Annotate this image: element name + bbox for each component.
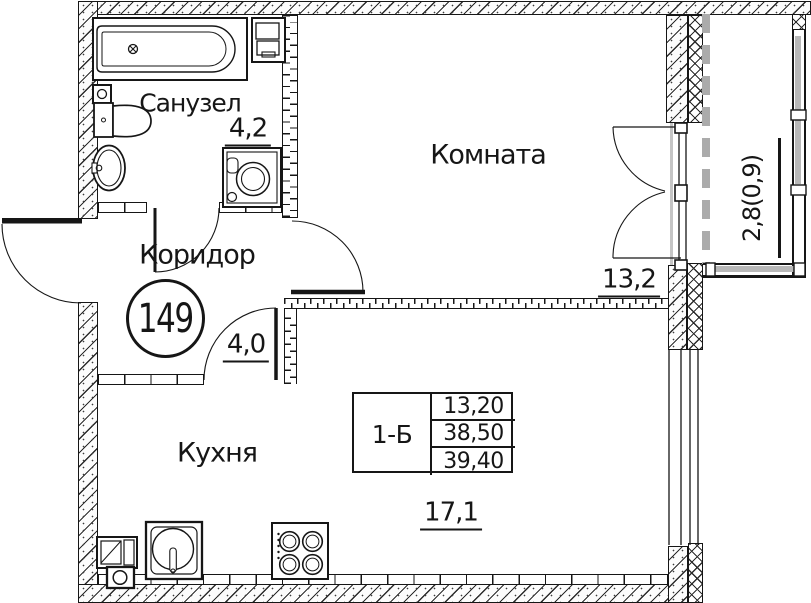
floor-area-value: 38,50 <box>432 421 515 448</box>
living-area-value: 13,20 <box>432 394 515 421</box>
corner-bottom-right-insulation <box>688 543 703 603</box>
room-kitchen-partition <box>284 298 668 309</box>
apartment-info-table: 1-Б 13,20 38,50 39,40 <box>352 392 515 475</box>
balcony-parapet-top-line <box>703 263 806 265</box>
balcony-area-underline <box>778 138 781 258</box>
kitchen-sink <box>144 520 204 581</box>
corner-bottom-right-concrete <box>668 546 688 603</box>
wall-top <box>78 1 811 15</box>
balcony-parapet-gray-bar <box>706 266 803 272</box>
washing-machine <box>222 147 282 208</box>
apartment-number: 149 <box>138 295 194 342</box>
bathroom-area: 4,2 <box>224 114 272 147</box>
kitchen-label: Кухня <box>176 437 258 469</box>
stove <box>271 522 329 580</box>
pier-mid-insulation <box>687 263 703 350</box>
pier-mid-concrete <box>668 265 687 350</box>
corridor-label: Коридор <box>139 239 256 271</box>
corridor-area: 4,0 <box>222 330 270 363</box>
balcony-glazing-gray-bar <box>795 36 801 184</box>
apartment-type: 1-Б <box>354 394 432 475</box>
balcony-parapet-bottom-line <box>703 275 806 278</box>
bottom-inner-course <box>98 574 668 585</box>
living-room-label: Комната <box>430 139 547 171</box>
balcony-slab-dashed-line <box>702 14 710 264</box>
balcony-window-sill-gray <box>670 123 673 265</box>
corridor-bottom-wall <box>98 374 204 385</box>
bathtub-drain-icon <box>127 43 139 55</box>
bathroom-right-wall <box>282 15 298 218</box>
living-room-area: 13,2 <box>598 265 660 298</box>
bathroom-bottom-wall-right <box>219 202 282 213</box>
wall-bottom <box>78 584 703 603</box>
wall-left-upper <box>78 1 98 219</box>
pier-top-concrete <box>666 15 688 123</box>
bathroom-bottom-wall-left <box>98 202 147 213</box>
kitchen-cabinet <box>96 536 138 569</box>
vent-shaft <box>251 17 286 63</box>
stove-control-dots <box>277 532 280 560</box>
kitchen-area: 17,1 <box>420 498 482 531</box>
bathtub <box>92 17 248 81</box>
corridor-kitchen-partition <box>284 309 297 384</box>
room-door <box>291 220 365 295</box>
balcony-glazing-inner-line <box>792 14 794 277</box>
total-area-value: 39,40 <box>443 449 504 474</box>
apartment-number-badge: 149 <box>126 279 205 358</box>
wall-left-lower <box>78 302 98 603</box>
balcony-glazing-outer-line <box>804 14 806 277</box>
entrance-door <box>1 218 82 304</box>
balcony-glazing-top-post <box>792 14 806 30</box>
balcony-area: 2,8(0,9) <box>738 154 766 242</box>
kitchen-window <box>668 350 699 545</box>
pier-top-insulation <box>688 15 703 123</box>
bathroom-label: Санузел <box>139 88 242 118</box>
balcony-door <box>612 122 688 271</box>
